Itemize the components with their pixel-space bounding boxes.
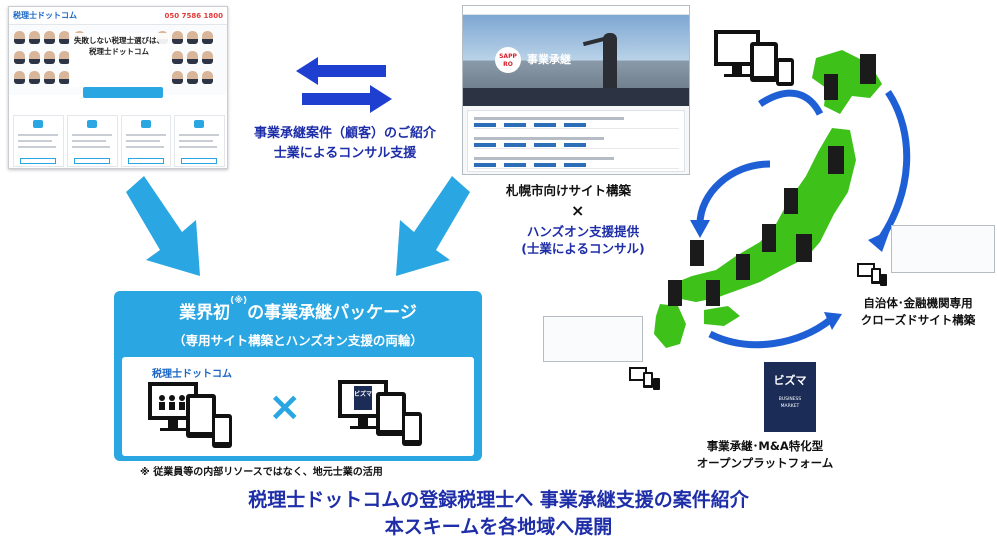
referral-caption-line2: 士業によるコンサル支援: [273, 146, 417, 161]
zeirishi-site-screenshot: 税理士ドットコム 050 7586 1800 失敗しない税理士選びは、 税理士ド…: [8, 6, 228, 169]
package-subtitle: （専用サイト構築とハンズオン支援の両輪）: [173, 333, 423, 348]
headline-line1: 税理士ドットコムの登録税理士へ 事業承継支援の案件紹介: [248, 489, 749, 511]
package-footnote: ※ 従業員等の内部リソースではなく、地元士業の活用: [140, 467, 383, 478]
closed-site-screenshot: [891, 225, 995, 273]
package-cross-mark: ×: [268, 384, 302, 430]
platform-line2: オープンプラットフォーム: [696, 456, 834, 470]
small-devices-icon: [857, 263, 887, 286]
referral-caption: 事業承継案件（顧客）のご紹介 士業によるコンサル支援: [232, 124, 458, 164]
package-title: 業界初(※)の事業承継パッケージ: [179, 296, 417, 323]
site-hero: 失敗しない税理士選びは、 税理士ドットコム: [9, 25, 227, 95]
hands-on-caption: ハンズオン支援提供 (士業によるコンサル): [510, 223, 656, 257]
statue-icon: [603, 33, 617, 93]
sapporo-caption: 札幌市向けサイト構築: [506, 183, 632, 198]
devices-with-bizma-icon: ビズマ: [338, 380, 422, 446]
cross-mark: ×: [571, 201, 585, 220]
japan-map: [654, 50, 911, 349]
site-tagline-line2: 税理士ドットコム: [89, 47, 149, 56]
devices-icon: [714, 30, 794, 86]
site-tagline-line1: 失敗しない税理士選びは、: [74, 36, 164, 45]
package-zeirishi-logo: 税理士ドットコム: [152, 369, 232, 380]
hands-on-line1: ハンズオン支援提供: [526, 224, 640, 239]
sapporo-hero-title: 事業承継: [527, 53, 571, 66]
platform-caption: 事業承継･M&A特化型 オープンプラットフォーム: [690, 438, 840, 472]
site-header: 税理士ドットコム 050 7586 1800: [9, 7, 227, 25]
bizma-logo: [764, 362, 816, 432]
site-logo: 税理士ドットコム: [13, 11, 77, 20]
small-devices-icon-2: [629, 367, 660, 390]
site-tagline: 失敗しない税理士選びは、 税理士ドットコム: [69, 33, 169, 87]
hands-on-line2: (士業によるコンサル): [521, 241, 645, 256]
headline-line2: 本スキームを各地域へ展開: [384, 516, 613, 538]
sapporo-case-list: [467, 110, 685, 172]
svg-text:ビズマ: ビズマ: [354, 390, 372, 398]
regional-site-screenshot: [543, 316, 643, 362]
advisor-photos: [12, 29, 226, 91]
bizma-logo-text: ビズマ: [773, 374, 807, 387]
referral-caption-line1: 事業承継案件（顧客）のご紹介: [253, 126, 436, 141]
site-cta-button: [83, 87, 163, 98]
sapporo-logo: SAPP RO: [495, 47, 521, 73]
sapporo-hero: SAPP RO 事業承継: [463, 15, 689, 97]
site-phone: 050 7586 1800: [164, 11, 223, 20]
closed-site-line1: 自治体･金融機関専用: [863, 296, 973, 310]
site-feature-cards: [13, 115, 225, 167]
closed-site-line2: クローズドサイト構築: [860, 313, 976, 327]
closed-site-caption: 自治体･金融機関専用 クローズドサイト構築: [840, 295, 996, 329]
exchange-arrows-icon: [296, 57, 392, 113]
bizma-logo-subtext: BUSINESS MARKET: [778, 397, 802, 409]
sapporo-site-screenshot: SAPP RO 事業承継: [462, 5, 690, 175]
flow-down-arrows-icon: [126, 176, 470, 276]
platform-line1: 事業承継･M&A特化型: [706, 439, 824, 453]
devices-with-users-icon: [148, 382, 232, 448]
